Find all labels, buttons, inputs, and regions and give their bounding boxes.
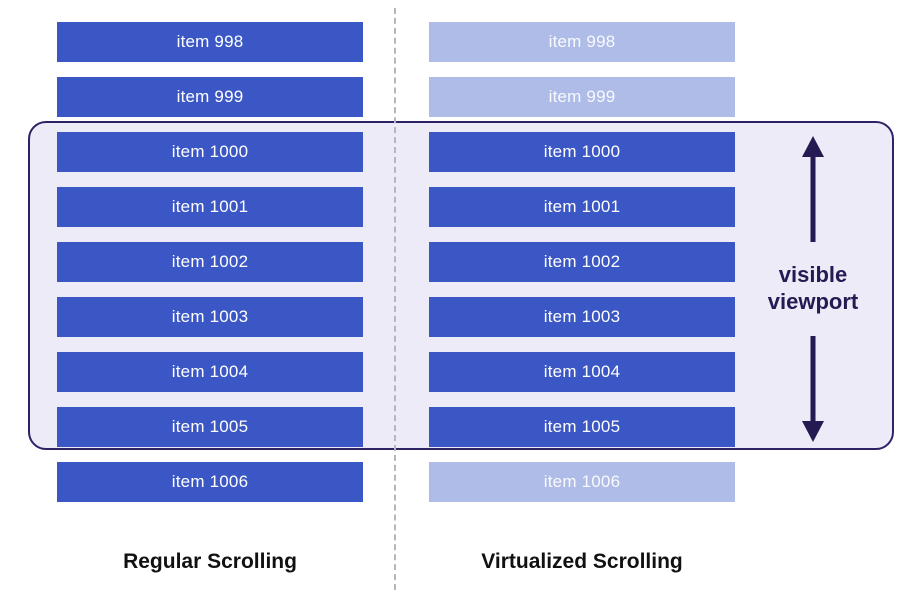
list-item: item 1002	[57, 242, 363, 282]
list-item: item 1003	[429, 297, 735, 337]
list-item: item 1004	[57, 352, 363, 392]
list-item: item 1002	[429, 242, 735, 282]
viewport-overlay	[28, 121, 894, 450]
list-item: item 1001	[57, 187, 363, 227]
visible-viewport-indicator: visible viewport	[753, 136, 873, 442]
list-item: item 1006	[429, 462, 735, 502]
list-item: item 999	[57, 77, 363, 117]
down-arrow-icon	[802, 336, 824, 442]
list-item: item 998	[57, 22, 363, 62]
list-item: item 1005	[429, 407, 735, 447]
list-item: item 1003	[57, 297, 363, 337]
visible-viewport-label-line2: viewport	[767, 289, 859, 314]
divider-dashed-line	[394, 8, 396, 590]
list-item: item 1000	[57, 132, 363, 172]
regular-scrolling-column: item 998 item 999 item 1000 item 1001 it…	[57, 22, 363, 502]
visible-viewport-label: visible viewport	[768, 262, 858, 316]
list-item: item 998	[429, 22, 735, 62]
list-item: item 1001	[429, 187, 735, 227]
up-arrow-icon	[802, 136, 824, 242]
list-item: item 1004	[429, 352, 735, 392]
virtualized-scrolling-column: item 998 item 999 item 1000 item 1001 it…	[429, 22, 735, 502]
list-item: item 999	[429, 77, 735, 117]
visible-viewport-label-line1: visible	[778, 262, 848, 288]
list-item: item 1000	[429, 132, 735, 172]
column-label-virtualized: Virtualized Scrolling	[481, 550, 683, 573]
list-item: item 1005	[57, 407, 363, 447]
column-label-regular: Regular Scrolling	[123, 550, 297, 573]
list-item: item 1006	[57, 462, 363, 502]
